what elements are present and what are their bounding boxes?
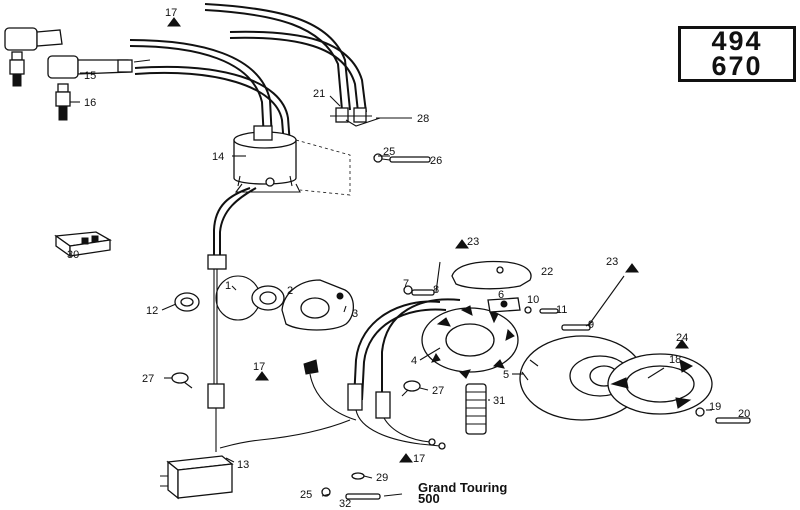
callout-22: 22	[541, 266, 553, 278]
callout-31: 31	[493, 395, 505, 407]
lower-connector	[207, 383, 225, 409]
callout-labels: 17 15 16 14 21 28 25 26 30 23 22 23 1 2 …	[67, 7, 750, 510]
callout-14: 14	[212, 151, 224, 163]
callout-17c: 17	[413, 453, 425, 465]
variant-note-line1: Grand Touring	[418, 480, 507, 495]
callout-23b: 23	[606, 256, 618, 268]
callout-28: 28	[417, 113, 429, 125]
grommet	[303, 359, 357, 421]
magneto-housing-3	[281, 279, 355, 331]
callout-20: 20	[738, 408, 750, 420]
wire-clamp-21	[330, 107, 381, 127]
callout-8: 8	[433, 284, 439, 296]
callout-25a: 25	[383, 146, 395, 158]
callout-17a: 17	[165, 7, 177, 19]
leader-lines	[70, 72, 712, 497]
callout-4: 4	[411, 355, 417, 367]
spark-plug-16	[9, 51, 71, 121]
cable-clip-27	[171, 372, 421, 397]
bolt-8	[403, 285, 435, 296]
callout-7: 7	[403, 278, 409, 290]
bolt-20	[695, 407, 751, 424]
callout-9: 9	[588, 319, 594, 331]
stator-wire-harness	[219, 298, 461, 450]
callout-21: 21	[313, 88, 325, 100]
spark-plug-cap-15	[4, 27, 133, 79]
callout-15: 15	[84, 70, 96, 82]
callout-3: 3	[352, 308, 358, 320]
sleeve-31	[465, 383, 487, 435]
coil-connector	[207, 254, 227, 270]
callout-10: 10	[527, 294, 539, 306]
callout-12: 12	[146, 305, 158, 317]
screw-9	[561, 275, 625, 331]
callout-29: 29	[376, 472, 388, 484]
cover-22	[451, 260, 532, 290]
coil-lead-wire-2	[219, 187, 257, 255]
screw-11	[539, 308, 559, 314]
model-number-670: 670	[711, 51, 763, 81]
callout-32: 32	[339, 498, 351, 510]
callout-2: 2	[287, 285, 293, 297]
callout-5: 5	[503, 369, 509, 381]
callout-27a: 27	[142, 373, 154, 385]
coil-lead-wire	[213, 187, 251, 255]
loctite-symbols	[167, 17, 689, 463]
washer-10	[524, 306, 532, 314]
screw-32	[321, 487, 381, 500]
cover-2	[251, 285, 285, 311]
washer-29	[351, 472, 365, 480]
callout-18: 18	[669, 354, 681, 366]
callout-27b: 27	[432, 385, 444, 397]
callout-24: 24	[676, 332, 688, 344]
callout-25b: 25	[300, 489, 312, 501]
callout-17b: 17	[253, 361, 265, 373]
model-number-494: 494	[711, 26, 763, 56]
screw-26	[373, 153, 431, 163]
callout-6: 6	[498, 289, 504, 301]
callout-30: 30	[67, 249, 79, 261]
callout-13: 13	[237, 459, 249, 471]
seal-12	[174, 292, 200, 312]
callout-16: 16	[84, 97, 96, 109]
stator-4	[421, 305, 519, 379]
callout-11: 11	[556, 304, 567, 316]
connector-block-30	[54, 231, 112, 258]
cdi-module-13	[160, 455, 234, 500]
starter-pulley-18	[607, 353, 713, 415]
trigger-coil-6	[487, 297, 521, 313]
callout-23a: 23	[467, 236, 479, 248]
ignition-coil-14	[233, 125, 351, 196]
callout-26: 26	[430, 155, 442, 167]
ht-wires	[129, 3, 367, 146]
callout-19: 19	[709, 401, 721, 413]
model-number-box: 494 670	[678, 26, 796, 82]
variant-note-line2: 500	[418, 491, 440, 506]
callout-1: 1	[225, 280, 231, 292]
